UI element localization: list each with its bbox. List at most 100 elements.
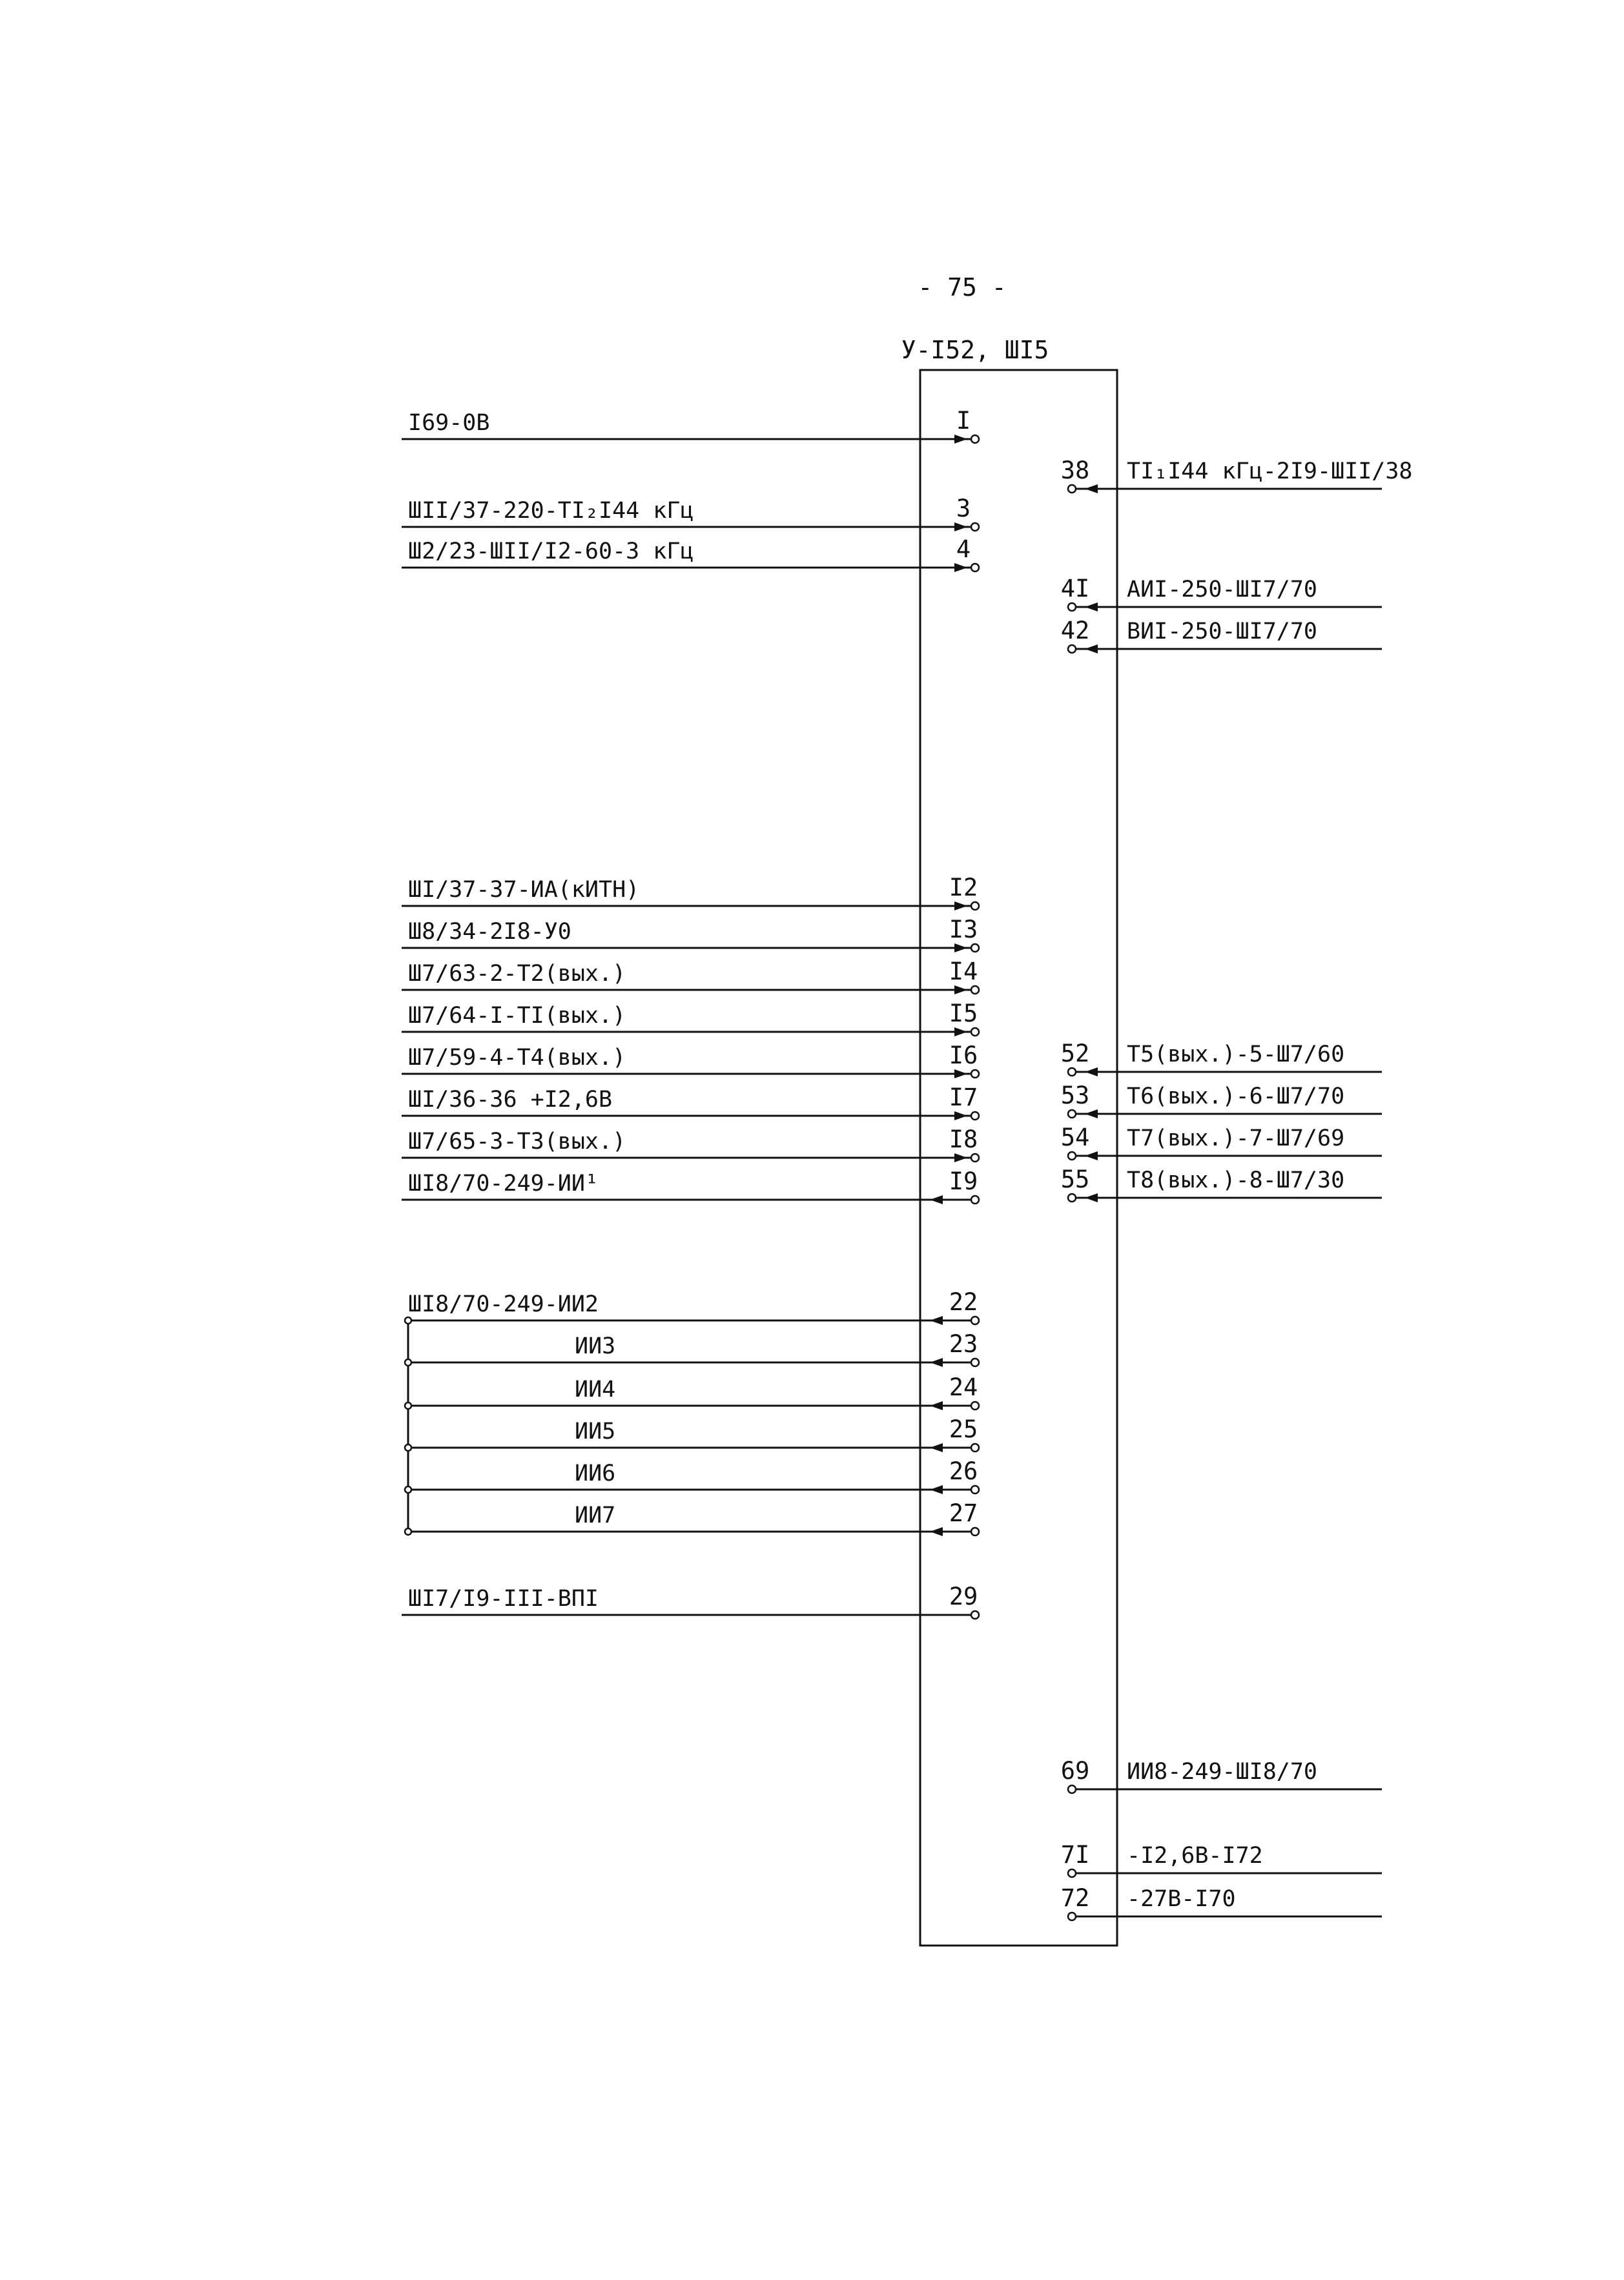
pin-number: 4 [956,535,971,563]
terminal-dot [970,1484,980,1495]
terminal-dot [970,1027,980,1037]
terminal-dot [1067,644,1077,654]
arrow-left-icon [930,1443,943,1452]
pin-number: 23 [949,1330,978,1358]
pin-number: I [956,407,971,435]
arrow-left-icon [930,1316,943,1325]
wire-label: ИИ5 [575,1419,615,1444]
terminal-dot [1067,1868,1077,1878]
terminal-dot [970,1111,980,1121]
terminal-dot [970,1195,980,1205]
pin-number: I2 [949,874,978,901]
terminal-dot [1067,1911,1077,1922]
arrow-left-icon [1085,1109,1098,1118]
terminal-dot [1067,1067,1077,1077]
left-connection-I8: Ш7/65-3-T3(вых.)I8 [402,1125,980,1163]
arrow-left-icon [930,1485,943,1494]
left-connection-4: Ш2/23-ШII/I2-60-3 кГц 4 [402,535,980,573]
pin-number: I5 [949,1000,978,1027]
arrow-left-icon [1085,644,1098,653]
terminal-dot [970,1526,980,1537]
terminal-dot [970,434,980,444]
arrow-left-icon [1085,1067,1098,1076]
pin-number: I7 [949,1084,978,1111]
terminal-dot [970,943,980,953]
wire-label: ИИ7 [575,1503,615,1528]
terminal-dot [970,1401,980,1411]
arrow-left-icon [930,1358,943,1367]
wire-label: ИИ3 [575,1333,615,1359]
wire-label: Ш2/23-ШII/I2-60-3 кГц [408,539,694,564]
terminal-dot [970,1153,980,1163]
arrow-right-icon [954,1153,967,1162]
pin-number: 42 [1061,617,1090,644]
terminal-dot [970,985,980,995]
wire-label: АИI-250-ШI7/70 [1127,577,1317,602]
arrow-left-icon [930,1527,943,1536]
arrow-right-icon [954,563,967,572]
bus-node [404,1443,413,1452]
wire-label: -27В-I70 [1127,1886,1236,1912]
block-title: У-I52, ШI5 [901,336,1049,364]
terminal-dot [1067,602,1077,612]
pin-number: 54 [1061,1124,1090,1151]
terminal-dot [970,1315,980,1326]
pin-number: 4I [1061,575,1090,602]
terminal-dot [1067,1193,1077,1203]
arrow-right-icon [954,943,967,952]
left-connection-I9: ШI8/70-249-ИИ¹ I9 [402,1167,980,1205]
page-number: - 75 - [918,273,1006,302]
bus-node [404,1358,413,1367]
pin-number: 22 [949,1288,978,1316]
bus-node [404,1316,413,1325]
pin-number: I8 [949,1125,978,1153]
arrow-left-icon [930,1195,943,1204]
right-connection-42: 42 ВИI-250-ШI7/70 [1061,617,1382,654]
left-connection-I4: Ш7/63-2-T2(вых.)I4 [402,958,980,995]
wire-label: ВИI-250-ШI7/70 [1127,619,1317,644]
terminal-dot [1067,1109,1077,1119]
wire-label: ШI/37-37-ИА(кИТН) [408,877,639,903]
right-connection-4I: 4I АИI-250-ШI7/70 [1061,575,1382,612]
left-connection-I5: Ш7/64-I-TI(вых.)I5 [402,1000,980,1037]
left-connection-I2: ШI/37-37-ИА(кИТН) I2 [402,874,980,911]
pin-number: 3 [956,495,971,522]
wire-label: I69-0В [408,410,489,436]
bus-node [404,1401,413,1410]
left-connection-I: I69-0В I [402,407,980,444]
arrow-right-icon [954,435,967,444]
pin-number: I9 [949,1167,978,1195]
wire-label: ШI7/I9-III-ВПI [408,1586,599,1612]
wire-label: ШI8/70-249-ИИ¹ [408,1171,599,1196]
pin-number: 55 [1061,1166,1090,1193]
wire-label: T5(вых.)-5-Ш7/60 [1127,1042,1344,1067]
wire-label: T6(вых.)-6-Ш7/70 [1127,1084,1344,1109]
pin-number: 7I [1061,1841,1090,1869]
wire-label: ШII/37-220-TI₂I44 кГц [408,498,694,524]
arrow-left-icon [930,1401,943,1410]
wire-label: Ш7/59-4-T4(вых.) [408,1045,626,1071]
wire-label: TI₁I44 кГц-2I9-ШII/38 [1127,458,1413,484]
arrow-right-icon [954,522,967,531]
wire-label: -I2,6В-I72 [1127,1843,1263,1869]
pin-number: I3 [949,916,978,943]
terminal-dot [1067,1784,1077,1794]
right-connection-7I: 7I -I2,6В-I72 [1061,1841,1382,1878]
terminal-dot [970,1069,980,1079]
bus-node [404,1527,413,1536]
terminal-dot [970,1610,980,1620]
terminal-dot [970,1443,980,1453]
bus-node [404,1485,413,1494]
left-connection-I6: Ш7/59-4-T4(вых.)I6 [402,1042,980,1079]
terminal-dot [1067,1151,1077,1161]
terminal-dot [970,901,980,911]
